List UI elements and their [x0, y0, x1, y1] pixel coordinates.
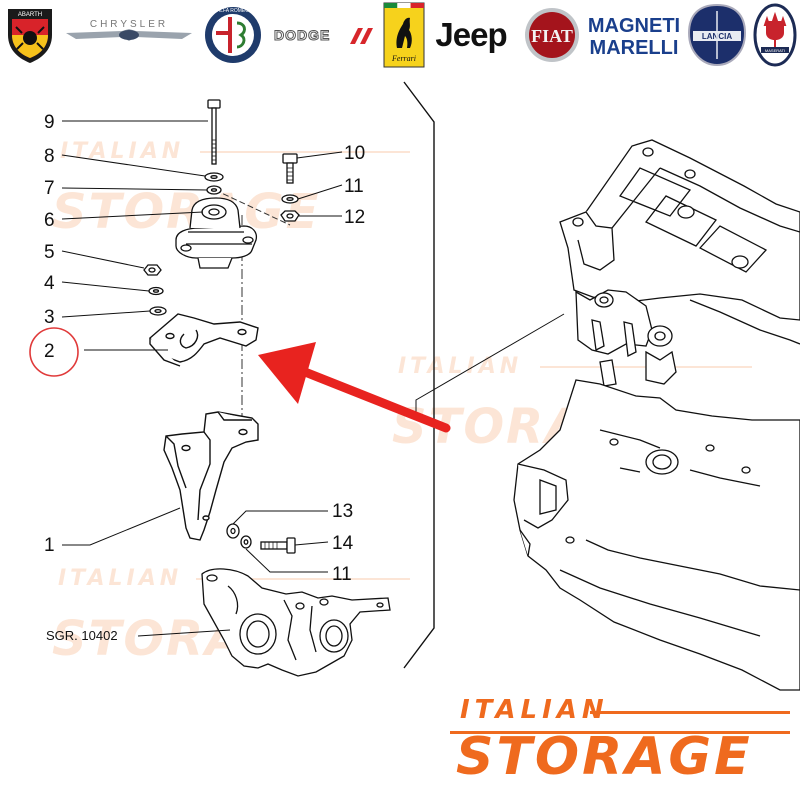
jeep-logo: Jeep	[428, 4, 514, 66]
svg-text:MARELLI: MARELLI	[590, 37, 679, 59]
callout-12: 12	[344, 207, 365, 228]
dodge-wordmark-icon: DODGE	[274, 27, 373, 44]
callout-7: 7	[44, 178, 55, 199]
magneti-marelli-wordmark-icon: MAGNETI MARELLI	[588, 15, 680, 59]
frame-divider	[403, 81, 435, 669]
logo-top-line	[590, 711, 790, 714]
callout-1: 1	[44, 535, 55, 556]
callout-4: 4	[44, 273, 55, 294]
svg-text:ITALIAN: ITALIAN	[60, 139, 184, 164]
chrysler-wings-icon: CHRYSLER	[66, 19, 192, 41]
fiat-badge-icon: FIAT	[525, 8, 579, 62]
part-13-washer	[226, 523, 240, 539]
leader-lines	[61, 120, 565, 637]
part-12-nut	[280, 210, 300, 222]
callout-numbers: 9 8 7 6 5 4 3 2 1 10 11 12 13 14 11 SGR.…	[44, 112, 365, 643]
maserati-logo: MASERATI	[752, 3, 798, 67]
svg-text:MAGNETI: MAGNETI	[588, 15, 680, 37]
chrysler-logo: CHRYSLER	[62, 4, 196, 66]
part-7-washer	[206, 185, 222, 195]
svg-text:ITALIAN: ITALIAN	[58, 566, 182, 591]
magneti-marelli-logo: MAGNETI MARELLI	[586, 4, 682, 66]
callout-11-upper: 11	[344, 176, 364, 197]
reference-housing-sgr-10402	[201, 568, 391, 677]
callout-5: 5	[44, 242, 55, 263]
italian-storage-logo: ITALIAN STORAGE	[440, 695, 795, 795]
logo-top-text: ITALIAN	[460, 695, 609, 725]
ferrari-logo: Ferrari	[382, 2, 426, 68]
alfa-romeo-logo: ALFA ROMEO	[202, 4, 264, 66]
dodge-logo: DODGE	[270, 4, 376, 66]
reference-label: SGR. 10402	[46, 628, 118, 643]
part-10-bolt	[282, 153, 298, 184]
callout-2: 2	[44, 341, 55, 362]
ferrari-shield-icon: Ferrari	[383, 2, 425, 68]
part-11-washer-lower	[240, 535, 252, 549]
callout-11-lower: 11	[332, 564, 352, 585]
callout-10: 10	[344, 143, 365, 164]
brand-strip: ABARTH CHRYSLER ALFA ROMEO	[0, 0, 800, 72]
part-5-nut	[143, 264, 162, 276]
svg-text:FIAT: FIAT	[531, 26, 573, 46]
svg-text:Ferrari: Ferrari	[391, 54, 416, 63]
abarth-shield-icon: ABARTH	[8, 9, 52, 63]
callout-13: 13	[332, 501, 353, 522]
logo-bottom-line	[450, 731, 790, 734]
part-1-support-bracket	[163, 411, 259, 541]
highlight-circle	[29, 327, 79, 377]
part-8-washer	[204, 172, 224, 182]
part-4-washer	[148, 286, 164, 296]
engine-block-illustration	[513, 139, 800, 691]
svg-text:MASERATI: MASERATI	[765, 48, 785, 53]
red-pointer-arrow	[258, 342, 451, 433]
maserati-trident-icon: MASERATI	[753, 3, 797, 67]
svg-text:ALFA ROMEO: ALFA ROMEO	[217, 8, 249, 14]
callout-14: 14	[332, 533, 354, 554]
svg-text:ITALIAN: ITALIAN	[398, 354, 522, 379]
part-11-washer-upper	[281, 194, 299, 204]
callout-6: 6	[44, 210, 55, 231]
lancia-shield-icon: LANCIA	[687, 3, 747, 67]
logo-main-text: STORAGE	[456, 727, 753, 787]
svg-text:ABARTH: ABARTH	[18, 12, 42, 18]
alfa-romeo-badge-icon: ALFA ROMEO	[205, 7, 261, 63]
svg-text:CHRYSLER: CHRYSLER	[90, 19, 168, 30]
callout-3: 3	[44, 307, 55, 328]
svg-text:DODGE: DODGE	[274, 27, 330, 43]
part-6-engine-mount	[175, 197, 258, 269]
fiat-logo: FIAT	[522, 4, 582, 66]
jeep-wordmark: Jeep	[435, 16, 507, 53]
axis-line-nuts	[214, 189, 291, 226]
callout-9: 9	[44, 112, 55, 133]
abarth-logo: ABARTH	[2, 4, 58, 66]
part-3-washer	[149, 306, 167, 316]
callout-8: 8	[44, 146, 55, 167]
part-2-bracket-plate	[149, 313, 259, 367]
lancia-logo: LANCIA	[686, 3, 748, 67]
part-9-bolt	[207, 99, 221, 165]
part-14-bolt	[260, 537, 296, 554]
